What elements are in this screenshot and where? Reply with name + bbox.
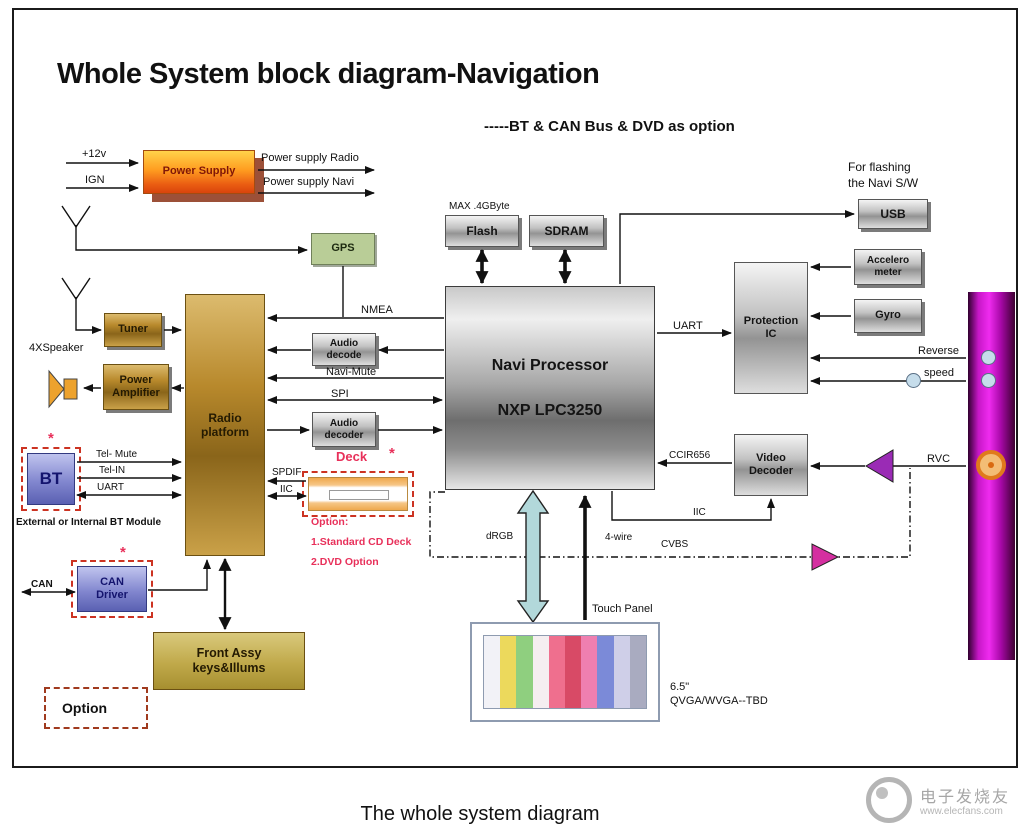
deck-asterisk: * [389, 445, 395, 462]
usb-block: USB [858, 199, 928, 229]
label-uart-bt: UART [97, 482, 125, 493]
figure-caption: The whole system diagram [360, 803, 600, 825]
touch-stripe [484, 636, 501, 708]
label-drgb: dRGB [486, 531, 514, 542]
label-can: CAN [31, 579, 53, 590]
label-reverse: Reverse [918, 345, 959, 357]
can-driver-block: CAN Driver [77, 566, 147, 612]
label-speed: speed [924, 367, 954, 379]
touch-stripe [548, 636, 566, 708]
label-iic-video: IIC [693, 507, 706, 518]
touch-stripe [581, 636, 598, 708]
deck-media-slot [308, 477, 408, 511]
gyro-block: Gyro [854, 299, 922, 333]
label-speakers: 4XSpeaker [29, 342, 84, 354]
touch-stripe [500, 636, 517, 708]
label-plus12v: +12v [82, 148, 107, 160]
subtitle-option-note: -----BT & CAN Bus & DVD as option [484, 118, 735, 135]
tuner-block: Tuner [104, 313, 162, 347]
label-bt-module: External or Internal BT Module [16, 517, 162, 528]
elecfans-logo-icon [866, 777, 912, 823]
deck-option-note: Option: 1.Standard CD Deck 2.DVD Option [311, 516, 412, 568]
watermark-brand: 电子发烧友 [920, 789, 1011, 806]
label-power-supply-navi: Power supply Navi [263, 176, 355, 188]
rvc-connector [976, 450, 1006, 480]
navi-processor-block: Navi Processor NXP LPC3250 [445, 286, 655, 490]
watermark-site: www.elecfans.com [920, 806, 1003, 817]
touch-stripe [516, 636, 533, 708]
navi-chip-name: NXP LPC3250 [497, 402, 603, 419]
label-iic-deck: IIC [280, 484, 293, 495]
touch-panel-display [470, 622, 660, 722]
audio-decode-block: Audio decode [312, 333, 376, 366]
front-assy-block: Front Assy keys&Illums [153, 632, 305, 690]
disc-slot [329, 490, 389, 500]
label-usb-note: For flashing the Navi S/W [848, 160, 919, 190]
label-max-capacity: MAX .4GByte [449, 201, 510, 212]
page-title: Whole System block diagram-Navigation [57, 58, 600, 90]
reverse-pin [981, 350, 996, 365]
touch-stripe [629, 636, 646, 708]
audio-decoder-block: Audio decoder [312, 412, 376, 447]
label-ign: IGN [85, 174, 105, 186]
sdram-block: SDRAM [529, 215, 604, 247]
speed-sensor-node [906, 373, 921, 388]
speed-pin [981, 373, 996, 388]
label-navi-mute: Navi-Mute [326, 366, 377, 378]
protection-ic-block: Protection IC [734, 262, 808, 394]
label-uart: UART [673, 320, 703, 332]
label-ccir656: CCIR656 [669, 450, 711, 461]
power-amplifier-block: Power Amplifier [103, 364, 169, 410]
can-asterisk: * [120, 544, 126, 561]
bt-option-frame [21, 447, 81, 511]
bt-block: BT [27, 453, 75, 505]
label-panel-spec: 6.5" QVGA/WVGA--TBD [670, 681, 768, 708]
label-rvc: RVC [927, 453, 951, 465]
navi-processor-name: Navi Processor [491, 356, 609, 374]
touch-panel-stripes [483, 635, 647, 709]
video-decoder-block: Video Decoder [734, 434, 808, 496]
touch-stripe [597, 636, 614, 708]
label-touch-panel: Touch Panel [592, 603, 653, 615]
power-supply-block: Power Supply [143, 150, 255, 194]
deck-title: Deck [336, 449, 368, 464]
option-legend-box: Option [44, 687, 148, 729]
label-spdif: SPDIF [272, 467, 302, 478]
label-four-wire: 4-wire [605, 532, 633, 543]
touch-stripe [532, 636, 549, 708]
label-cvbs: CVBS [661, 539, 689, 550]
flash-block: Flash [445, 215, 519, 247]
label-power-supply-radio: Power supply Radio [261, 152, 359, 164]
radio-platform-block: Radio platform [185, 294, 265, 556]
bt-asterisk: * [48, 430, 54, 447]
label-tel-in: Tel-IN [99, 465, 126, 476]
touch-stripe [613, 636, 630, 708]
label-tel-mute: Tel- Mute [96, 449, 138, 460]
rvc-connector-pin [988, 462, 994, 468]
touch-stripe [565, 636, 582, 708]
gps-block: GPS [311, 233, 375, 265]
label-spi: SPI [331, 388, 349, 400]
accelerometer-block: Accelero meter [854, 249, 922, 285]
label-nmea: NMEA [361, 304, 393, 316]
